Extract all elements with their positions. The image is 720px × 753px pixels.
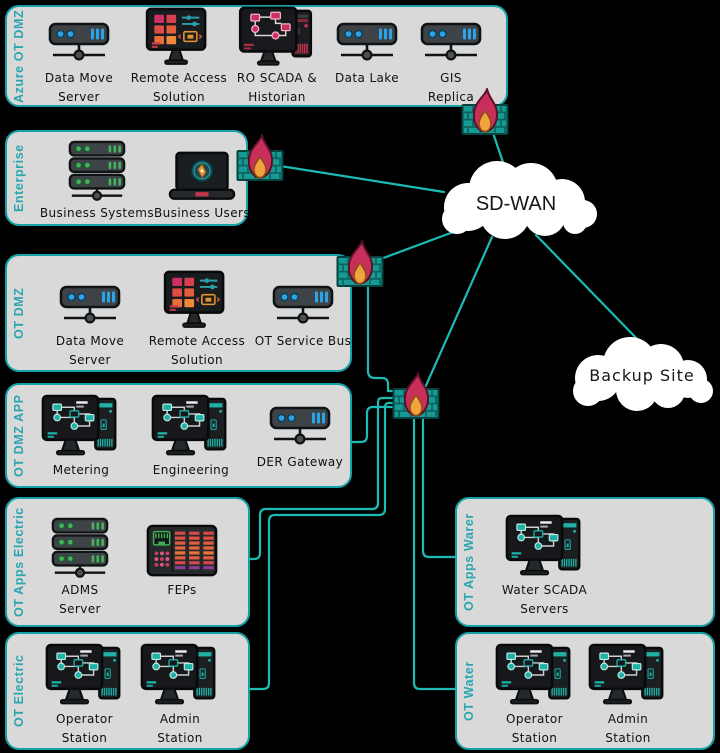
zone-label: OT Apps Warer xyxy=(462,513,476,611)
zone-label: OT DMZ APP xyxy=(12,394,26,477)
zone-label: OT Water xyxy=(462,661,476,721)
server-stack-icon xyxy=(66,140,128,202)
node-ro-scada-historian: RO SCADA &Historian xyxy=(227,9,327,107)
node-label: Business Users xyxy=(154,206,250,220)
remote-desktop-monitor-icon xyxy=(162,270,232,330)
workstation-icon xyxy=(495,643,575,708)
node-metering: Metering xyxy=(31,393,131,480)
node-data-lake: Data Lake xyxy=(329,9,405,88)
node-label: DER Gateway xyxy=(256,455,344,469)
link-enterprise-firewall-sdwan xyxy=(278,164,446,194)
firewall-core-icon xyxy=(392,372,440,419)
workstation-icon xyxy=(505,514,585,579)
node-label: Business Systems xyxy=(39,206,155,220)
rack-server-icon xyxy=(335,21,399,67)
workstation-icon xyxy=(41,394,121,459)
node-label: Data Lake xyxy=(334,71,399,85)
link-core-firewall-ot-water xyxy=(412,413,457,691)
node-business-users: Business Users xyxy=(154,142,250,223)
node-business-systems: Business Systems xyxy=(37,142,157,223)
link-sdwan-backup-site xyxy=(534,233,643,345)
fep-panel-icon xyxy=(146,524,218,579)
zone-label: OT DMZ xyxy=(12,287,26,339)
server-stack-icon xyxy=(49,517,111,579)
node-label: Engineering xyxy=(152,463,230,477)
workstation-icon xyxy=(151,394,231,459)
rack-server-icon xyxy=(47,21,111,67)
node-engineering: Engineering xyxy=(141,393,241,480)
workstation-icon xyxy=(45,643,125,708)
rack-server-icon xyxy=(268,405,332,451)
cloud-sd-wan: SD-WAN xyxy=(442,161,597,239)
scada-monitor-tower-icon xyxy=(238,5,316,67)
workstation-icon xyxy=(588,643,668,708)
link-core-firewall-ot-apps-water xyxy=(421,413,457,559)
zone-label: Enterprise xyxy=(12,144,26,212)
rack-server-icon xyxy=(58,284,122,330)
link-otdmz-firewall-sdwan xyxy=(376,229,458,262)
remote-desktop-monitor-icon xyxy=(144,7,214,67)
cloud-label: Backup Site xyxy=(589,366,694,385)
node-feps: FEPs xyxy=(139,509,225,600)
node-der-gateway: DER Gateway xyxy=(253,393,347,472)
link-core-firewall-sdwan xyxy=(422,235,494,392)
cloud-backup-site: Backup Site xyxy=(573,337,713,411)
node-label: RO SCADA &Historian xyxy=(236,71,318,105)
zone-ot-dmz-app: OT DMZ APP Metering Engineering DER Gate… xyxy=(5,383,352,488)
zone-enterprise: Enterprise Business Systems Business Use… xyxy=(5,130,250,226)
zone-label: OT Apps Electric xyxy=(12,507,26,617)
laptop-icon xyxy=(168,151,236,202)
cloud-label: SD-WAN xyxy=(476,193,556,215)
node-label: Metering xyxy=(52,463,110,477)
node-label: OT Service Bus xyxy=(254,334,352,348)
link-azure-firewall-sdwan xyxy=(490,128,508,173)
link-otdmzapp-core-firewall xyxy=(350,405,397,444)
zone-label: Azure OT DMZ xyxy=(12,9,26,103)
link-otdmz-firewall-core-firewall xyxy=(366,282,397,393)
rack-server-icon xyxy=(419,21,483,67)
workstation-icon xyxy=(140,643,220,708)
node-label: FEPs xyxy=(167,583,197,597)
node-ot-service-bus: OT Service Bus xyxy=(255,268,351,351)
zone-label: OT Electric xyxy=(12,654,26,728)
rack-server-icon xyxy=(271,284,335,330)
